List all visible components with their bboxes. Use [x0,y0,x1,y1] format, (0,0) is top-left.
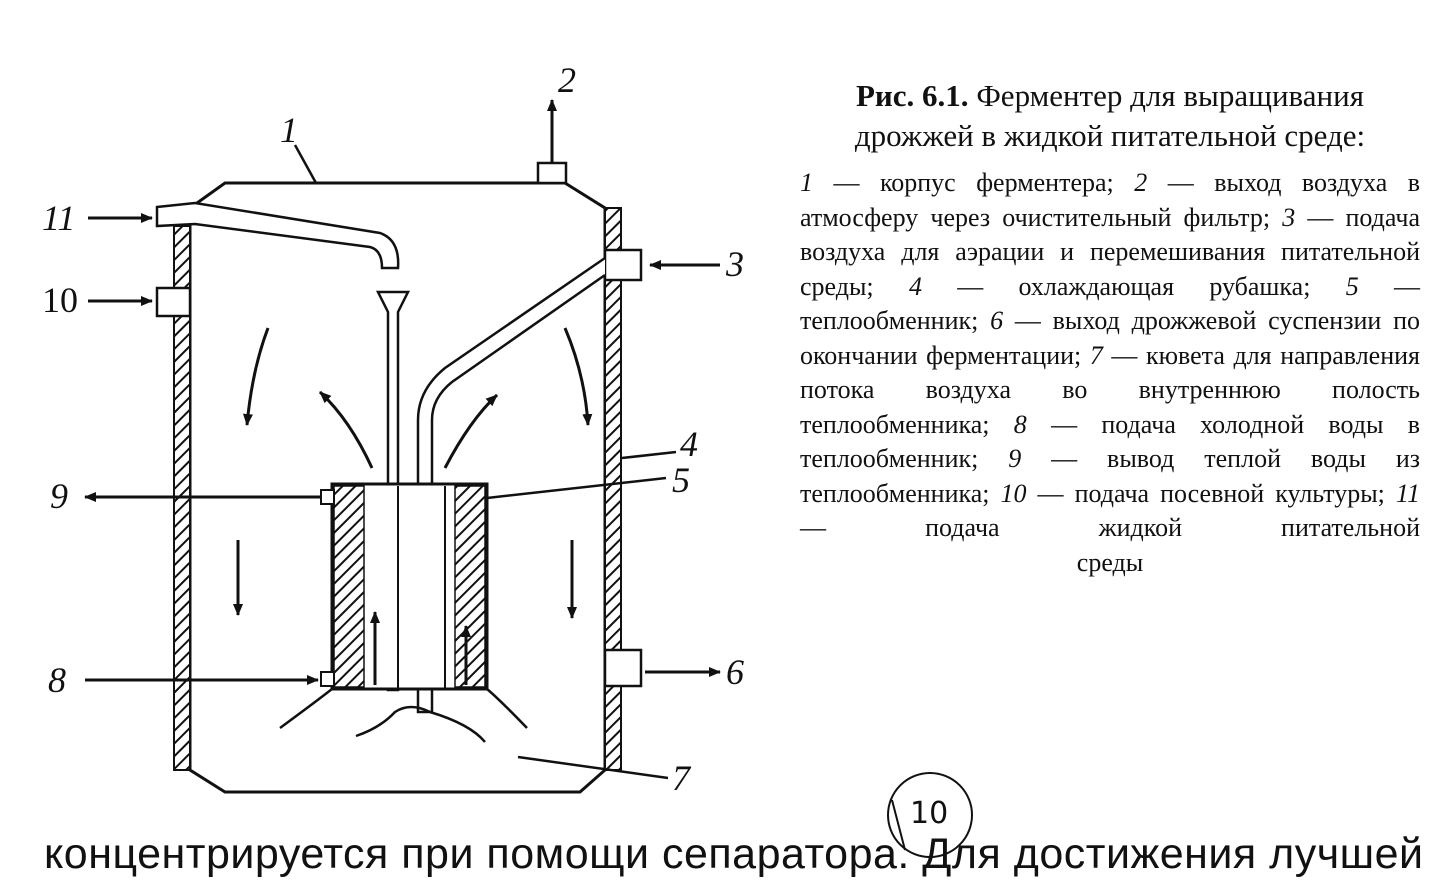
air-pipe [416,256,606,714]
legend: 1 — корпус ферментера; 2 — выход воздуха… [800,166,1420,580]
legend-text: — охлаждающая рубашка; [921,271,1346,301]
legend-number: 3 [1282,202,1296,232]
figure-title: Ферментер для выращивания дрожжей в жидк… [854,78,1366,153]
legend-text: — вывод теплой воды из теплообменника; [800,444,1421,508]
legend-number: 6 [990,306,1004,335]
cuvette [279,688,333,730]
suspension-outlet [603,648,643,688]
legend-text: — теплообменник; [800,271,1420,336]
legend-number: 10 [1000,478,1027,508]
label-8: 8 [48,660,66,700]
legend-number: 5 [1345,271,1359,301]
legend-number: 8 [1013,409,1027,439]
label-7: 7 [672,758,692,798]
legend-number: 2 [1134,168,1148,197]
figure-caption: Рис. 6.1. Ферментер для выращивания дрож… [800,76,1420,580]
legend-text: — подача посевной культуры; [1026,478,1396,508]
legend-last-line: среды [1076,547,1144,577]
label-11: 11 [42,198,75,238]
legend-number: 1 [800,168,813,197]
page-mark: 10 [910,796,949,831]
hx-right-wall [454,485,486,688]
page-mark-circle [887,772,973,858]
legend-number: 4 [908,271,922,301]
figure-number: Рис. 6.1. [856,78,969,113]
legend-text: — корпус ферментера; [813,168,1135,197]
legend-text: — подача жидкой питательной [800,513,1420,542]
legend-text: — подача холодной воды в теплообменник; [800,409,1420,474]
air-inlet-port [603,248,643,282]
caption-title: Рис. 6.1. Ферментер для выращивания дрож… [800,76,1420,156]
legend-number: 9 [1008,444,1022,473]
label-4: 4 [680,424,698,464]
label-1: 1 [280,110,298,150]
label-6: 6 [726,652,744,692]
hx-left-wall [333,485,365,688]
legend-number: 11 [1395,478,1420,508]
body-text-line: концентрируется при помощи сепаратора. Д… [44,830,1424,878]
legend-text: — выход воздуха в атмосферу через очисти… [800,168,1420,232]
air-outlet [536,161,568,185]
label-2: 2 [558,60,576,100]
label-5: 5 [672,460,690,500]
nutrient-pipe [155,201,400,270]
inoculum-port [155,286,192,318]
label-9: 9 [50,476,68,516]
legend-text: — кювета для направления потока воздуха … [800,340,1420,439]
legend-number: 7 [1089,340,1103,370]
legend-text: — подача воздуха для аэрации и перемешив… [800,202,1420,301]
label-3: 3 [725,244,744,284]
label-10: 10 [42,280,78,320]
legend-text: — выход дрожжевой суспензии по окончании… [800,306,1420,370]
